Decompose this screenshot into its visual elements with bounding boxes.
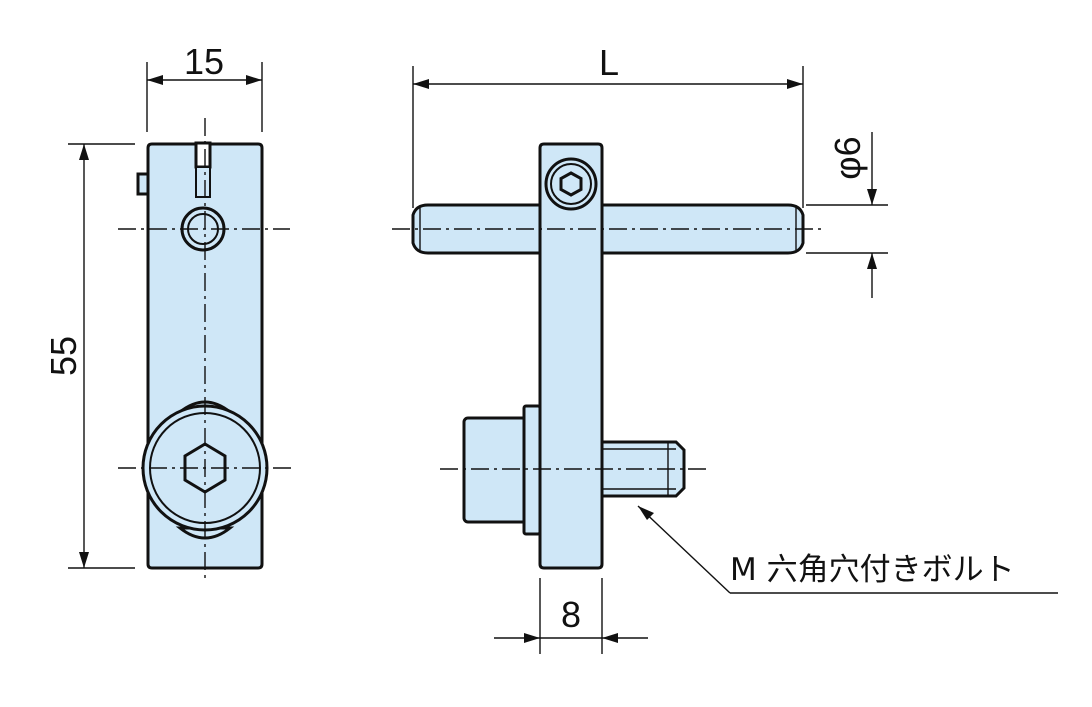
- right-view-socket-hex: [559, 171, 583, 197]
- left-view-slot: [194, 141, 212, 169]
- right-view-bolt-head: [462, 416, 530, 524]
- dimension-thickness-label: 8: [561, 594, 581, 635]
- right-view-bolt-washer: [522, 404, 542, 536]
- bolt-callout-leader: [637, 505, 731, 594]
- dimension-width: 15: [146, 41, 263, 132]
- right-view-rod: [411, 203, 805, 255]
- dimension-length-label: L: [599, 42, 619, 83]
- dimension-thickness: 8: [494, 578, 648, 654]
- bolt-callout: M 六角穴付きボルト: [637, 505, 1058, 594]
- left-view-slot-screw: [195, 166, 211, 198]
- right-view: [392, 142, 826, 570]
- dimension-diameter: φ6: [806, 132, 888, 298]
- dimension-length: L: [412, 42, 804, 208]
- dimension-height-label: 55: [43, 336, 84, 376]
- dimension-height: 55: [43, 143, 135, 569]
- right-view-bar: [538, 142, 604, 570]
- left-view: [118, 118, 292, 580]
- bolt-callout-arrowhead: [638, 506, 654, 520]
- bolt-callout-label: M 六角穴付きボルト: [730, 552, 1015, 588]
- dimension-diameter-label: φ6: [827, 136, 868, 179]
- right-view-socket-inner: [550, 163, 592, 205]
- dimension-width-label: 15: [184, 41, 224, 82]
